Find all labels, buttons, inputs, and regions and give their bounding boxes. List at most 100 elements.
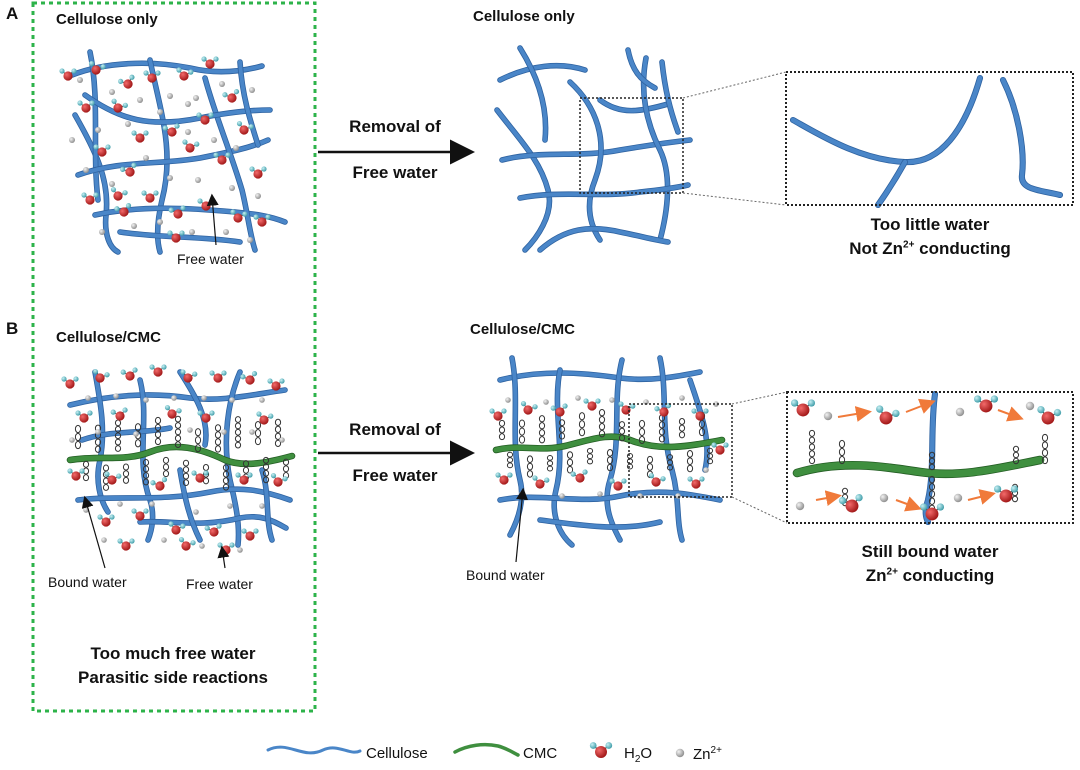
zinc-ion [795,501,805,511]
hydrogen-bond [538,436,546,444]
water-molecule [489,408,507,421]
hydrogen-bond [114,438,122,446]
water-molecule [204,523,222,537]
hydrogen-bond [262,463,270,471]
hydrogen-bond [808,457,816,465]
water-molecule [180,369,198,383]
hydrogen-bond [808,443,816,451]
hydrogen-bond [546,460,554,467]
legend-h2o-label: H2O [624,745,653,765]
hydrogen-bond [618,434,626,442]
water-molecule [236,121,254,135]
cellulose-fiber [790,75,983,165]
hydrogen-bond [498,419,506,427]
hydrogen-bond [626,453,634,459]
panel-letter-b: B [6,319,19,338]
hydrogen-bond [498,426,506,434]
hydrogen-bond [658,428,666,436]
hydrogen-bond [102,484,110,491]
water-molecule [520,401,538,415]
cellulose-fiber [641,56,670,242]
cellulose-fiber [498,63,587,82]
hydrogen-bond [506,462,514,469]
hydrogen-bond [658,435,666,443]
water-molecule [201,56,219,69]
hydrogen-bond [274,425,282,434]
cellulose-fiber [178,468,202,542]
zinc-ion [211,137,217,143]
hydrogen-bond [234,435,242,443]
zinc-ion [171,395,177,401]
hydrogen-bond [214,438,222,446]
cellulose-fiber [875,159,908,208]
water-molecule [270,473,288,487]
cellulose-fiber [70,61,264,77]
hydrogen-bond [1012,451,1020,459]
zinc-ion [199,543,205,549]
water-molecule [182,139,200,153]
hydrogen-bond [154,430,162,439]
hydrogen-bond [182,459,190,467]
hydrogen-bond [242,466,250,474]
water-molecule [196,112,214,125]
hydrogen-bond [114,432,122,440]
hydrogen-bond [114,425,122,433]
hydrogen-bond [114,419,122,427]
hydrogen-bond [234,441,242,449]
zoom-region-a [579,97,684,194]
panel-a-caption-1: Too little water [870,215,990,234]
water-molecule [92,369,110,383]
hydrogen-bond [928,463,936,471]
zinc-ion [223,229,229,235]
hydrogen-bond [928,483,936,491]
hydrogen-bond [174,422,182,429]
zinc-ion [69,437,75,443]
water-molecule [973,395,999,413]
zinc-ion [505,397,511,403]
panel-a-right-title: Cellulose only [473,8,575,25]
water-molecule [176,67,194,81]
hydrogen-bond [538,422,546,430]
hydrogen-bond [174,434,182,442]
water-molecule [993,485,1019,503]
hydrogen-bond [526,470,534,478]
hydrogen-bond [182,472,190,480]
panel-b-free-water-label: Free water [186,576,253,592]
hydrogen-bond [706,447,714,454]
hydrogen-bond [262,469,270,477]
zinc-ion [189,229,195,235]
hydrogen-bond [1012,445,1020,453]
hydrogen-bond [82,474,90,482]
zinc-ion [559,493,565,499]
hydrogen-bond [698,419,706,429]
zinc-ion [157,219,163,225]
legend-h2o-swatch [589,742,613,758]
hydrogen-bond [618,427,626,435]
water-molecule [654,403,672,417]
hydrogen-bond [618,421,626,429]
hydrogen-bond [274,439,282,448]
hydrogen-bond [638,427,646,437]
zinc-ion [95,429,101,435]
hydrogen-bond [598,423,606,431]
cellulose-fiber [76,138,270,177]
hydrogen-bond [506,451,514,458]
hydrogen-bond [578,412,586,421]
hydrogen-bond [686,450,694,458]
zinc-ion [133,431,139,437]
water-molecule [131,508,149,521]
free-water-pointer-b [217,545,230,569]
hydrogen-bond [658,421,666,429]
hydrogen-bond [838,439,846,449]
zinc-ion [675,493,681,499]
hydrogen-bond [838,455,846,465]
hydrogen-bond [598,409,606,417]
hydrogen-bond [154,416,162,425]
zinc-ion [125,121,131,127]
water-molecule [131,130,149,143]
zinc-ion [637,493,643,499]
ion-hop-arrow [837,406,872,422]
hydrogen-bond [74,432,82,442]
zinc-ion [703,467,709,473]
cellulose-fiber [498,490,722,502]
